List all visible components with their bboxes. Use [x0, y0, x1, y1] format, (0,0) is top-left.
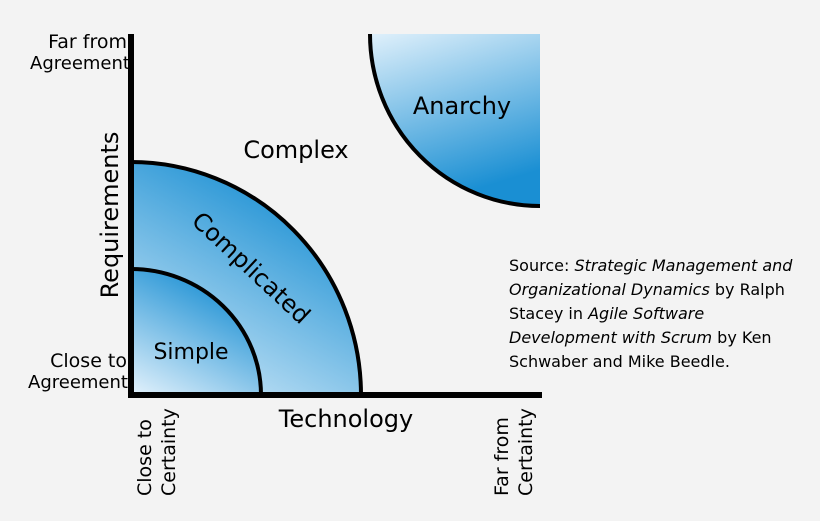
source-title-scrum: Agile Software Development with Scrum: [509, 304, 713, 347]
x-axis-left-label: Close to Certainty: [133, 408, 181, 496]
simple-zone-border: [130, 267, 263, 396]
anarchy-zone-border: [368, 33, 541, 208]
x-axis-right-label: Far from Certainty: [490, 408, 538, 496]
source-author-stacey: by Ralph Stacey in: [509, 280, 785, 323]
simple-zone: [131, 269, 261, 395]
anarchy-zone: [370, 34, 540, 206]
complicated-zone-border: [130, 160, 363, 396]
source-citation: Source: Strategic Management and Organiz…: [509, 254, 814, 374]
zone-label-complex: Complex: [243, 136, 348, 164]
source-authors-scrum: by Ken Schwaber and Mike Beedle.: [509, 328, 772, 371]
y-axis-bottom-line2: Agreement: [28, 372, 128, 393]
y-axis-bottom-line1: Close to: [50, 350, 127, 372]
x-axis-right-line2: Certainty: [515, 408, 537, 496]
x-axis-right-line1: Far from: [491, 417, 513, 496]
y-axis-top-label: Far from Agreement: [30, 31, 130, 75]
x-axis-left-line2: Certainty: [158, 408, 180, 496]
x-axis-title: Technology: [278, 405, 413, 433]
source-title-stacey: Strategic Management and Organizational …: [509, 256, 793, 299]
zone-label-simple: Simple: [153, 340, 228, 365]
source-prefix: Source:: [509, 256, 575, 275]
zone-label-anarchy: Anarchy: [413, 92, 511, 120]
y-axis-title: Requirements: [96, 132, 124, 299]
y-axis-bottom-label: Close to Agreement: [28, 350, 128, 394]
x-axis-left-line1: Close to: [134, 419, 156, 496]
y-axis-top-line1: Far from: [48, 31, 127, 53]
y-axis-top-line2: Agreement: [30, 53, 130, 74]
